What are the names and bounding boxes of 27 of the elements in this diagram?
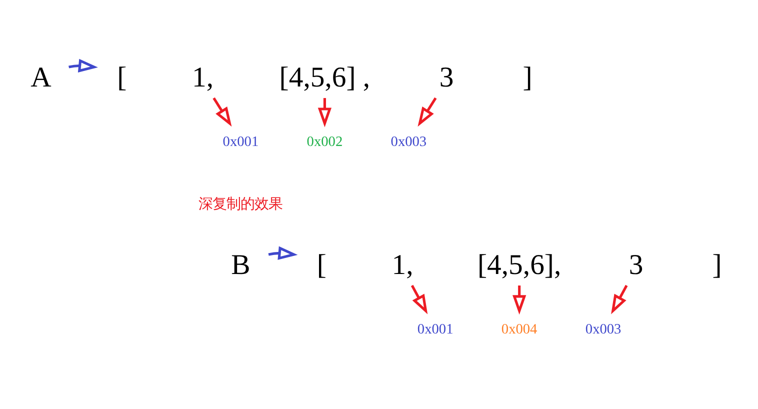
- arrow: [611, 284, 628, 314]
- arrow: [68, 58, 98, 72]
- node-text: [4,5,6] ,: [279, 62, 370, 94]
- node-text: 3: [628, 249, 644, 282]
- node-text: A: [30, 62, 52, 94]
- node-text: ]: [522, 62, 532, 94]
- arrow: [318, 98, 332, 128]
- arrow: [212, 97, 232, 127]
- node-text: 1,: [392, 249, 414, 282]
- node-text: [: [117, 62, 127, 94]
- arrow: [418, 97, 437, 127]
- node-text: 0x002: [306, 134, 343, 150]
- arrow: [512, 286, 526, 315]
- node-text: 3: [439, 62, 454, 94]
- node-text: [: [316, 249, 326, 282]
- node-text: 0x001: [417, 321, 454, 338]
- node-text: 0x001: [222, 134, 259, 150]
- node-text: 0x003: [390, 134, 427, 150]
- node-text: 1,: [192, 62, 214, 94]
- node-text: ]: [712, 249, 722, 282]
- node-text: B: [231, 249, 250, 282]
- arrow: [268, 246, 298, 260]
- arrow: [410, 284, 428, 314]
- node-text: 0x003: [585, 321, 622, 338]
- node-text: 0x004: [501, 321, 538, 338]
- label: 深复制的效果: [198, 196, 283, 212]
- node-text: [4,5,6],: [478, 249, 562, 282]
